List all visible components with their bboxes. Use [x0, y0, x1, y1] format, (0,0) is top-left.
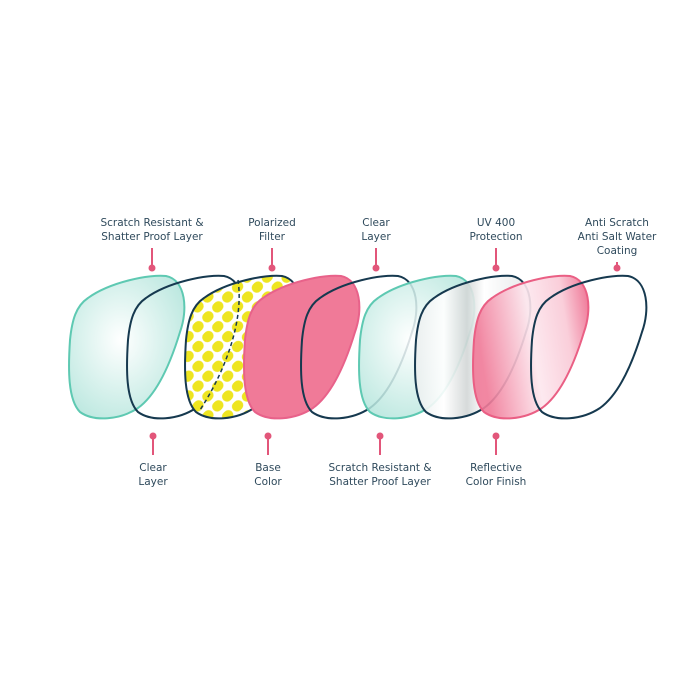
top-label-3-line-1: Protection — [469, 231, 523, 243]
bottom-label-2-line-1: Shatter Proof Layer — [329, 476, 431, 488]
lens-anti-scratch-coating — [530, 274, 648, 420]
bottom-label-2-line-0: Scratch Resistant & — [328, 462, 432, 474]
top-label-4-line-2: Coating — [596, 245, 638, 257]
bottom-label-0-line-0: Clear — [139, 462, 167, 474]
bottom-label-1-line-0: Base — [255, 462, 281, 474]
top-label-1-line-0: Polarized — [248, 217, 296, 229]
top-label-0-line-1: Shatter Proof Layer — [101, 231, 203, 243]
top-label-3-line-0: UV 400 — [476, 217, 516, 229]
bottom-label-3-line-0: Reflective — [470, 462, 522, 474]
top-label-0: Scratch Resistant & Shatter Proof Layer — [100, 216, 203, 244]
bottom-label-1-line-1: Color — [254, 476, 282, 488]
bottom-connector-1-dot — [264, 432, 272, 440]
top-connector-4-dot — [613, 264, 621, 272]
bottom-label-3-line-1: Color Finish — [465, 476, 527, 488]
polarized-dashed-line — [199, 279, 240, 411]
top-label-1-line-1: Filter — [258, 231, 286, 243]
bottom-connector-3-dot — [492, 432, 500, 440]
top-connector-1-dot — [268, 264, 276, 272]
bottom-label-0-line-1: Layer — [138, 476, 168, 488]
top-label-0-line-0: Scratch Resistant & — [100, 217, 204, 229]
top-label-2-line-0: Clear — [362, 217, 390, 229]
bottom-connector-0-dot — [149, 432, 157, 440]
top-label-2-line-1: Layer — [361, 231, 391, 243]
top-label-4-line-1: Anti Salt Water — [577, 231, 657, 243]
top-connector-0-dot — [148, 264, 156, 272]
top-label-4-line-0: Anti Scratch — [585, 217, 649, 229]
top-connector-3-dot — [492, 264, 500, 272]
bottom-connector-2-dot — [376, 432, 384, 440]
top-connector-2-dot — [372, 264, 380, 272]
bottom-label-2: Scratch Resistant & Shatter Proof Layer — [328, 461, 431, 489]
